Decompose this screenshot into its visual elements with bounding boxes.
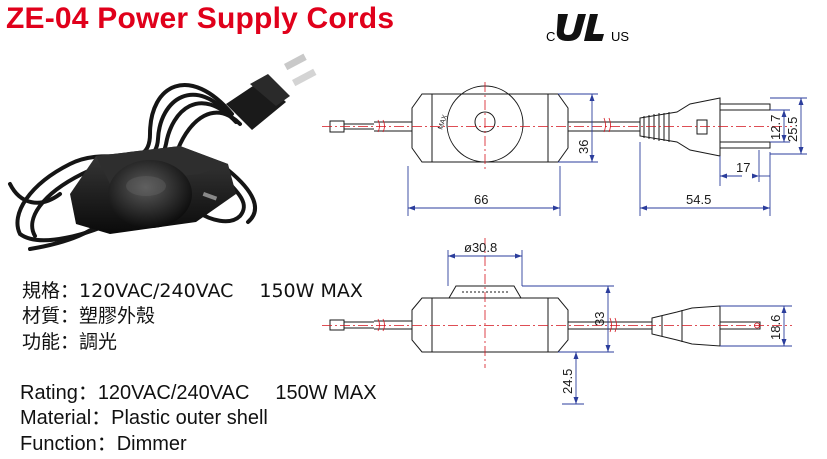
spec-cn-material-value: 塑膠外殼 [79, 305, 156, 327]
ul-certification-mark: C US [546, 14, 629, 44]
spec-cn-material-label: 材質： [22, 305, 80, 327]
dial-max-label: MAX [437, 114, 449, 131]
dim-side-offset: 24.5 [560, 369, 575, 394]
cert-left-label: C [546, 29, 555, 44]
top-plug [639, 97, 721, 157]
spec-cn-rating-label: 規格： [22, 280, 80, 302]
spec-en-rating-label: Rating： [20, 382, 98, 404]
spec-cn-rating: 規格：120VAC/240VAC 150W MAX [22, 279, 363, 303]
top-prong-lower [719, 141, 771, 149]
spec-en-rating: Rating：120VAC/240VAC 150W MAX [20, 381, 377, 405]
top-prong-upper [719, 103, 771, 111]
spec-cn-material: 材質：塑膠外殼 [22, 304, 155, 328]
spec-en-function-value: Dimmer [116, 433, 187, 455]
spec-en-material-label: Material： [20, 407, 112, 429]
spec-cn-function-label: 功能： [22, 331, 80, 353]
spec-en-rating-extra: 150W MAX [275, 382, 377, 404]
dim-body-height: 36 [576, 140, 591, 154]
plug-shape [226, 53, 317, 130]
spec-cn-function: 功能：調光 [22, 330, 117, 354]
dim-body-width: 66 [474, 192, 488, 207]
spec-cn-rating-extra: 150W MAX [259, 280, 363, 302]
dim-plug-height: 18.6 [768, 315, 783, 340]
side-dimmer-body [411, 297, 569, 353]
side-cord-end [329, 319, 345, 331]
page-title: ZE-04 Power Supply Cords [6, 2, 395, 35]
spec-en-rating-value: 120VAC/240VAC [97, 382, 250, 404]
spec-cn-rating-value: 120VAC/240VAC [79, 280, 234, 302]
dim-prong-gap: 17 [736, 160, 750, 175]
dim-plug-length: 54.5 [686, 192, 711, 207]
dim-plug-width: 25.5 [785, 117, 800, 142]
dim-prong-width: 12.7 [768, 115, 783, 140]
spec-en-material: Material：Plastic outer shell [20, 406, 268, 430]
technical-drawing: MAX 66 36 54.5 1 [322, 82, 807, 405]
top-dimmer-body [411, 93, 569, 163]
plug-grip-ridges [643, 112, 670, 142]
dim-dial-diameter: ø30.8 [464, 240, 497, 255]
dim-side-height: 33 [592, 312, 607, 326]
ul-recognized-mark-icon [556, 14, 604, 41]
dimmer-cord-photo-icon [8, 53, 317, 251]
spec-en-function: Function：Dimmer [20, 432, 187, 456]
cert-right-label: US [611, 29, 629, 44]
spec-en-function-label: Function： [20, 433, 117, 455]
spec-cn-function-value: 調光 [79, 331, 118, 353]
spec-en-material-value: Plastic outer shell [111, 407, 268, 429]
